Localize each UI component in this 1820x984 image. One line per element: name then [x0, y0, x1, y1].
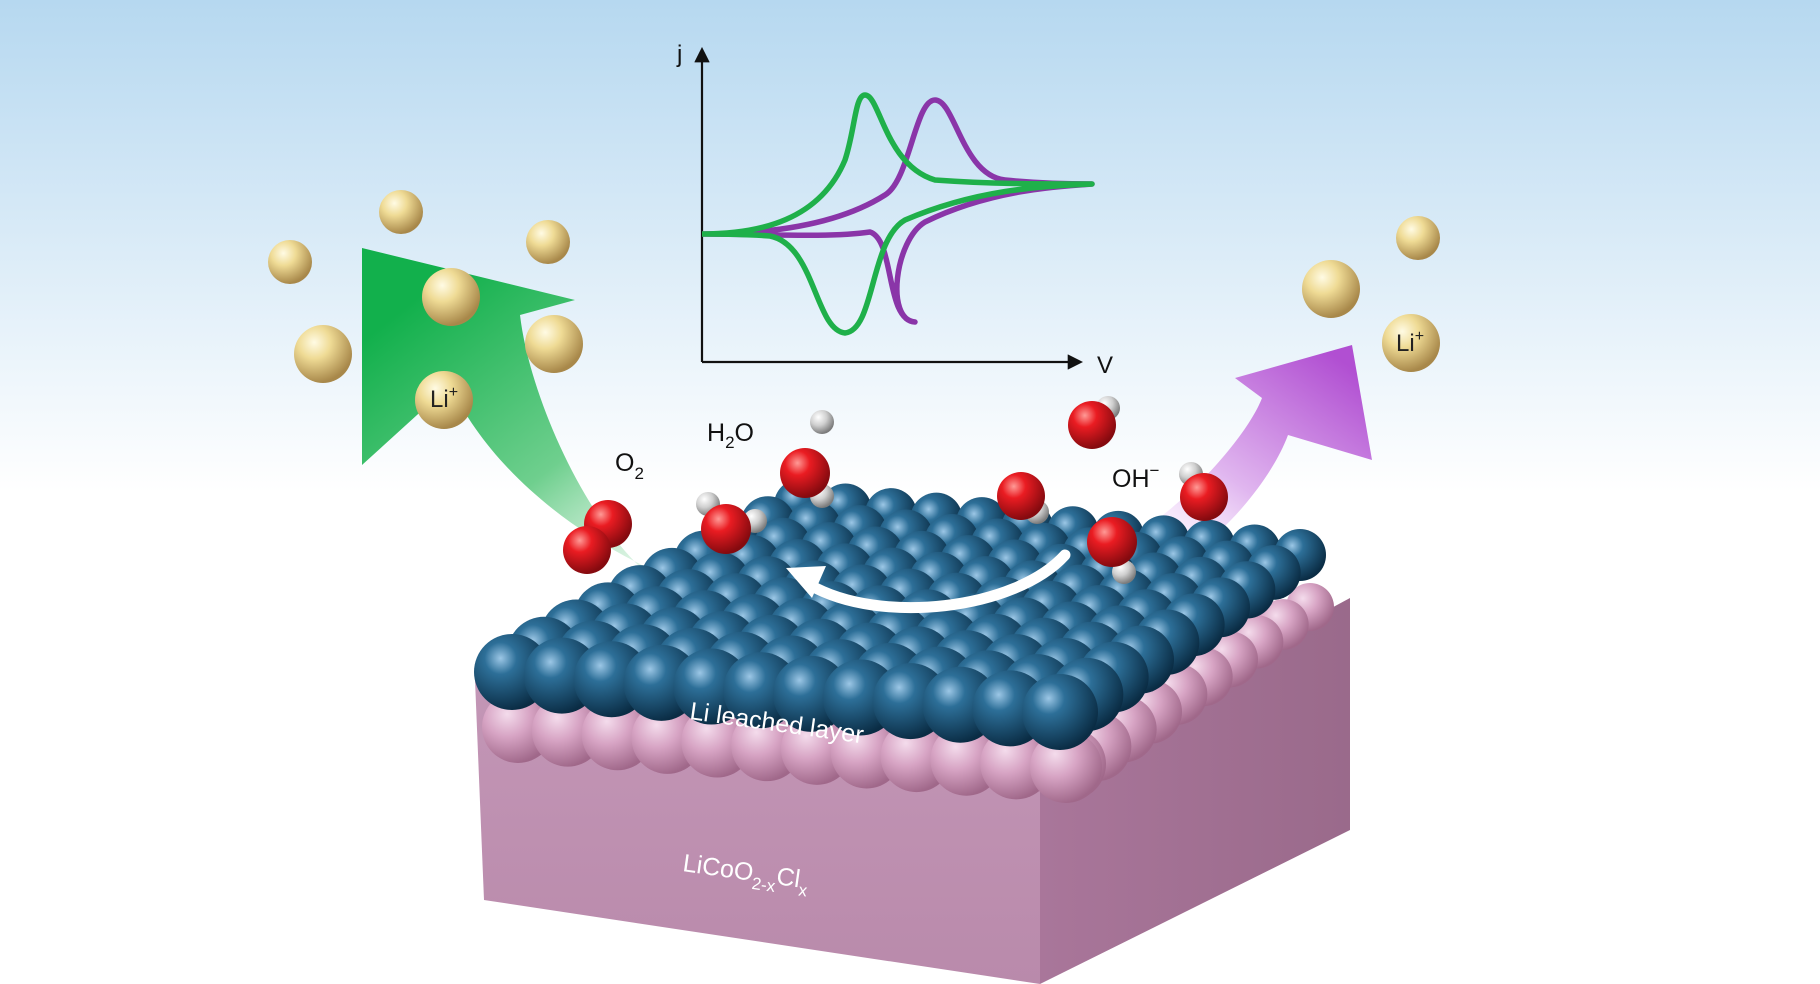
o2-label: O2 — [615, 449, 644, 483]
licoo2-slab — [474, 479, 1350, 984]
h2o-molecule — [696, 492, 767, 554]
h2o-molecule — [1068, 396, 1120, 449]
h2o-molecule — [997, 472, 1049, 524]
h2o-molecule — [1087, 517, 1137, 584]
o2-molecule — [563, 500, 632, 574]
cv-y-axis-label: j — [676, 41, 682, 68]
li-ion-label-left: Li+ — [430, 384, 458, 413]
lithium-atom — [1030, 731, 1102, 803]
hydroxide-ion — [1179, 462, 1228, 521]
lithium-ion-cluster-left — [268, 190, 583, 429]
lithium-atom-layer — [482, 583, 1334, 803]
cv-inset: j V — [676, 41, 1113, 379]
cobalt-surface-layer — [474, 479, 1326, 750]
slab-side-face — [1040, 598, 1350, 984]
h2o-molecule — [780, 410, 834, 508]
green-release-arrow — [362, 248, 730, 600]
cobalt-atom — [1022, 674, 1098, 750]
oh-label: OH− — [1112, 461, 1160, 493]
h2o-label: H2O — [707, 419, 754, 452]
lithium-ion-cluster-right — [1302, 216, 1440, 372]
surface-migration-arrow — [786, 549, 1071, 614]
cv-x-axis-label: V — [1097, 352, 1113, 379]
cv-curve-green — [701, 92, 1095, 336]
li-ion-label-right: Li+ — [1396, 328, 1424, 357]
